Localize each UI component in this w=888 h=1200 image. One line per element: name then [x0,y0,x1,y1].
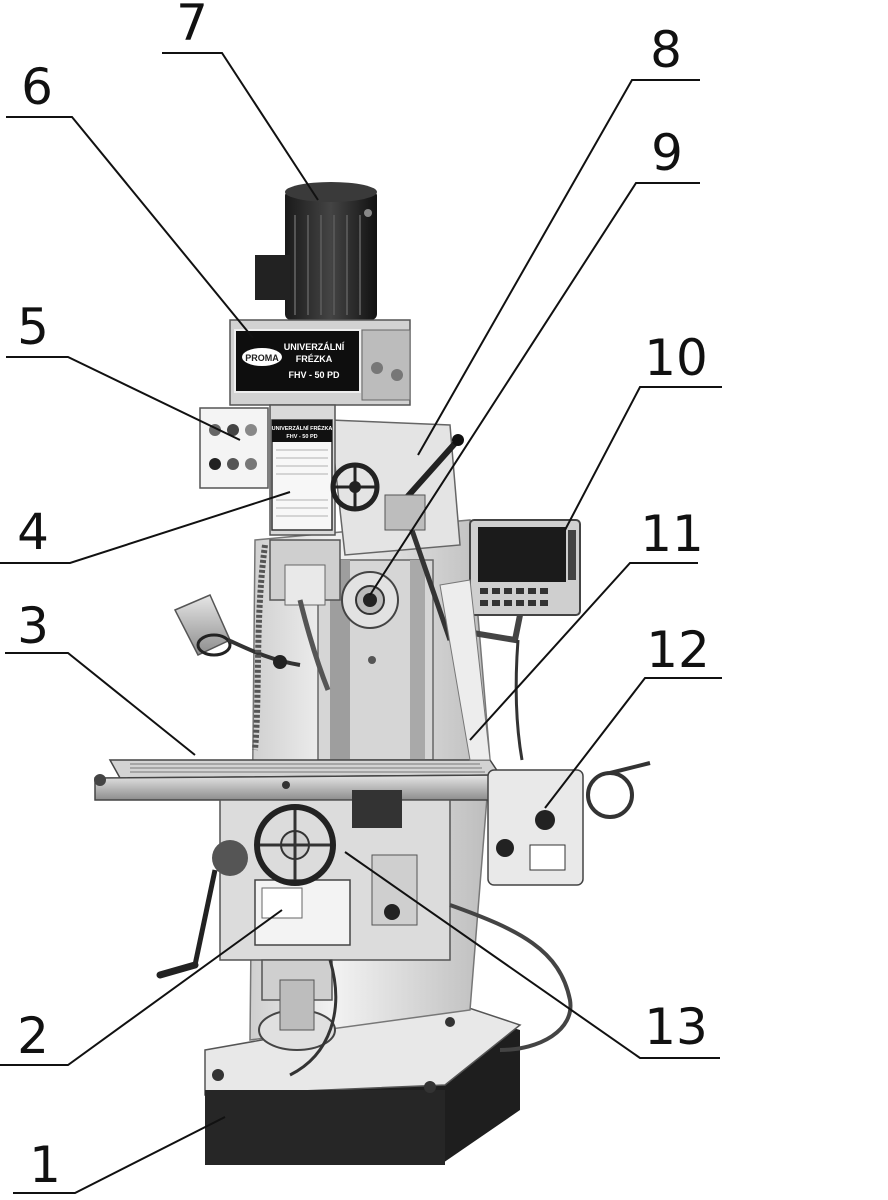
leader-13-line [344,851,720,1059]
vertical-head: UNIVERZÁLNÍ FRÉZKA FHV - 50 PD [269,404,341,606]
nameplate-line2: FRÉZKA [296,354,333,364]
coolant-hose [252,544,268,751]
machine-illustration: PROMA UNIVERZÁLNÍ FRÉZKA FHV - 50 PD UNI… [94,182,651,1165]
nameplate-brand: PROMA [245,353,279,363]
nameplate-model: FHV - 50 PD [288,370,340,380]
head-nameplate: PROMA UNIVERZÁLNÍ FRÉZKA FHV - 50 PD [234,329,361,393]
leader-3-line [5,652,196,756]
nameplate-line1: UNIVERZÁLNÍ [284,342,345,352]
horizontal-spindle [341,571,399,629]
machine-base [204,1004,522,1165]
knee-crank [156,840,248,979]
knee-handwheel [254,804,336,886]
quill-feed-lever [384,434,464,641]
motor [255,182,377,320]
callout-4: 4 [17,503,49,561]
knee [219,790,451,961]
elevation-screw [258,959,336,1051]
callout-numbers: 1 2 3 4 5 6 7 8 9 10 11 12 13 [17,0,710,1194]
callout-11: 11 [640,505,704,563]
cable-right [449,903,573,1052]
info-plate-model: FHV - 50 PD [286,434,317,440]
work-lamp [173,594,301,669]
callout-13: 13 [644,998,708,1056]
leader-4-line [0,491,291,564]
callout-10: 10 [644,329,708,387]
info-plate-title: UNIVERZÁLNÍ FRÉZKA [272,424,333,432]
column-guard [439,579,491,761]
machine-ram [329,419,461,556]
work-table [94,759,502,801]
leader-lines [0,52,722,1194]
leader-1-line [13,1116,226,1194]
leader-12-line [544,677,722,809]
control-panel [199,407,269,489]
head-handwheel [330,462,380,512]
callout-8: 8 [650,21,682,79]
callout-3: 3 [17,597,49,655]
leader-11-line [469,562,698,741]
leader-9-line [369,182,700,596]
callout-5: 5 [17,298,49,356]
callout-12: 12 [646,621,710,679]
callout-2: 2 [17,1007,49,1065]
leader-10-line [564,386,722,531]
leader-2-line [0,909,283,1066]
power-feed-unit [487,761,651,886]
callout-7: 7 [176,0,208,52]
callout-6: 6 [21,58,53,116]
callout-9: 9 [651,124,683,182]
leader-5-line [6,356,241,441]
leader-7-line [162,52,319,201]
dro-display [454,519,581,761]
coolant-nozzle [297,599,331,691]
callout-1: 1 [29,1136,61,1194]
leader-6-line [6,116,254,339]
cable-left [289,959,338,1077]
leader-8-line [417,79,700,456]
